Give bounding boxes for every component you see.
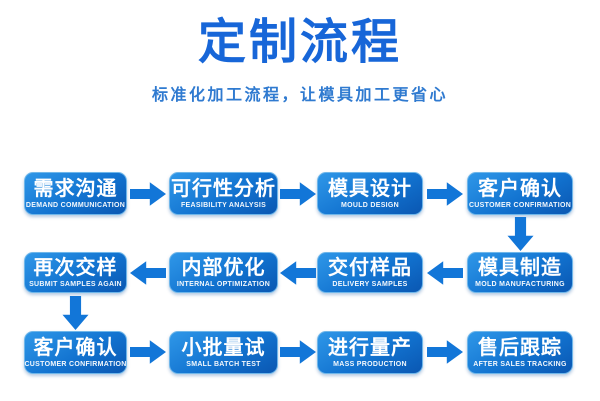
step-mold-manufacturing: 模具制造 MOLD MANUFACTURING xyxy=(467,252,573,293)
step-small-batch-test: 小批量试 SMALL BATCH TEST xyxy=(169,331,278,374)
arrow-right-icon xyxy=(130,340,166,364)
step-delivery-samples: 交付样品 DELIVERY SAMPLES xyxy=(317,252,423,293)
step-label-zh: 小批量试 xyxy=(181,336,266,359)
step-mould-design: 模具设计 MOULD DESIGN xyxy=(317,172,423,215)
step-label-zh: 需求沟通 xyxy=(33,177,118,200)
step-label-zh: 可行性分析 xyxy=(171,177,276,200)
arrow-right-icon xyxy=(427,182,463,206)
step-label-en: MOULD DESIGN xyxy=(340,201,400,209)
step-demand-communication: 需求沟通 DEMAND COMMUNICATION xyxy=(24,172,127,215)
step-after-sales-tracking: 售后跟踪 AFTER SALES TRACKING xyxy=(467,331,573,374)
step-feasibility-analysis: 可行性分析 FEASIBILITY ANALYSIS xyxy=(169,172,278,215)
step-label-zh: 售后跟踪 xyxy=(478,336,562,359)
step-label-en: SMALL BATCH TEST xyxy=(186,360,261,368)
step-label-en: MASS PRODUCTION xyxy=(333,360,407,368)
step-label-zh: 模具制造 xyxy=(478,256,562,279)
step-customer-confirmation-2: 客户确认 CUSTOMER CONFIRMATION xyxy=(24,331,127,374)
page-title: 定制流程 xyxy=(197,16,402,69)
step-label-en: CUSTOMER CONFIRMATION xyxy=(24,360,127,368)
arrow-right-icon xyxy=(280,182,316,206)
step-label-en: DELIVERY SAMPLES xyxy=(332,280,408,288)
step-label-zh: 交付样品 xyxy=(328,256,412,279)
arrow-down-icon xyxy=(507,217,534,251)
arrow-left-icon xyxy=(280,261,316,285)
step-label-en: SUBMIT SAMPLES AGAIN xyxy=(29,280,122,288)
step-label-en: CUSTOMER CONFIRMATION xyxy=(468,201,572,209)
arrow-left-icon xyxy=(130,261,166,285)
arrow-right-icon xyxy=(130,182,166,206)
step-label-zh: 再次交样 xyxy=(33,256,118,279)
step-label-zh: 客户确认 xyxy=(33,336,118,359)
step-label-zh: 模具设计 xyxy=(328,177,412,200)
step-label-en: DEMAND COMMUNICATION xyxy=(25,201,126,209)
step-label-zh: 客户确认 xyxy=(478,177,562,200)
arrow-right-icon xyxy=(427,340,463,364)
page-subtitle: 标准化加工流程，让模具加工更省心 xyxy=(151,87,448,104)
arrow-right-icon xyxy=(280,340,316,364)
step-label-en: AFTER SALES TRACKING xyxy=(473,360,567,368)
step-customer-confirmation-1: 客户确认 CUSTOMER CONFIRMATION xyxy=(467,172,573,215)
step-label-en: MOLD MANUFACTURING xyxy=(475,280,565,288)
step-label-zh: 进行量产 xyxy=(328,336,412,359)
step-submit-samples-again: 再次交样 SUBMIT SAMPLES AGAIN xyxy=(24,252,127,293)
step-mass-production: 进行量产 MASS PRODUCTION xyxy=(317,331,423,374)
step-label-en: FEASIBILITY ANALYSIS xyxy=(180,201,267,209)
arrow-left-icon xyxy=(427,261,463,285)
step-internal-optimization: 内部优化 INTERNAL OPTIMIZATION xyxy=(169,252,278,293)
arrow-down-icon xyxy=(62,296,89,330)
step-label-en: INTERNAL OPTIMIZATION xyxy=(176,280,271,288)
step-label-zh: 内部优化 xyxy=(181,256,266,279)
